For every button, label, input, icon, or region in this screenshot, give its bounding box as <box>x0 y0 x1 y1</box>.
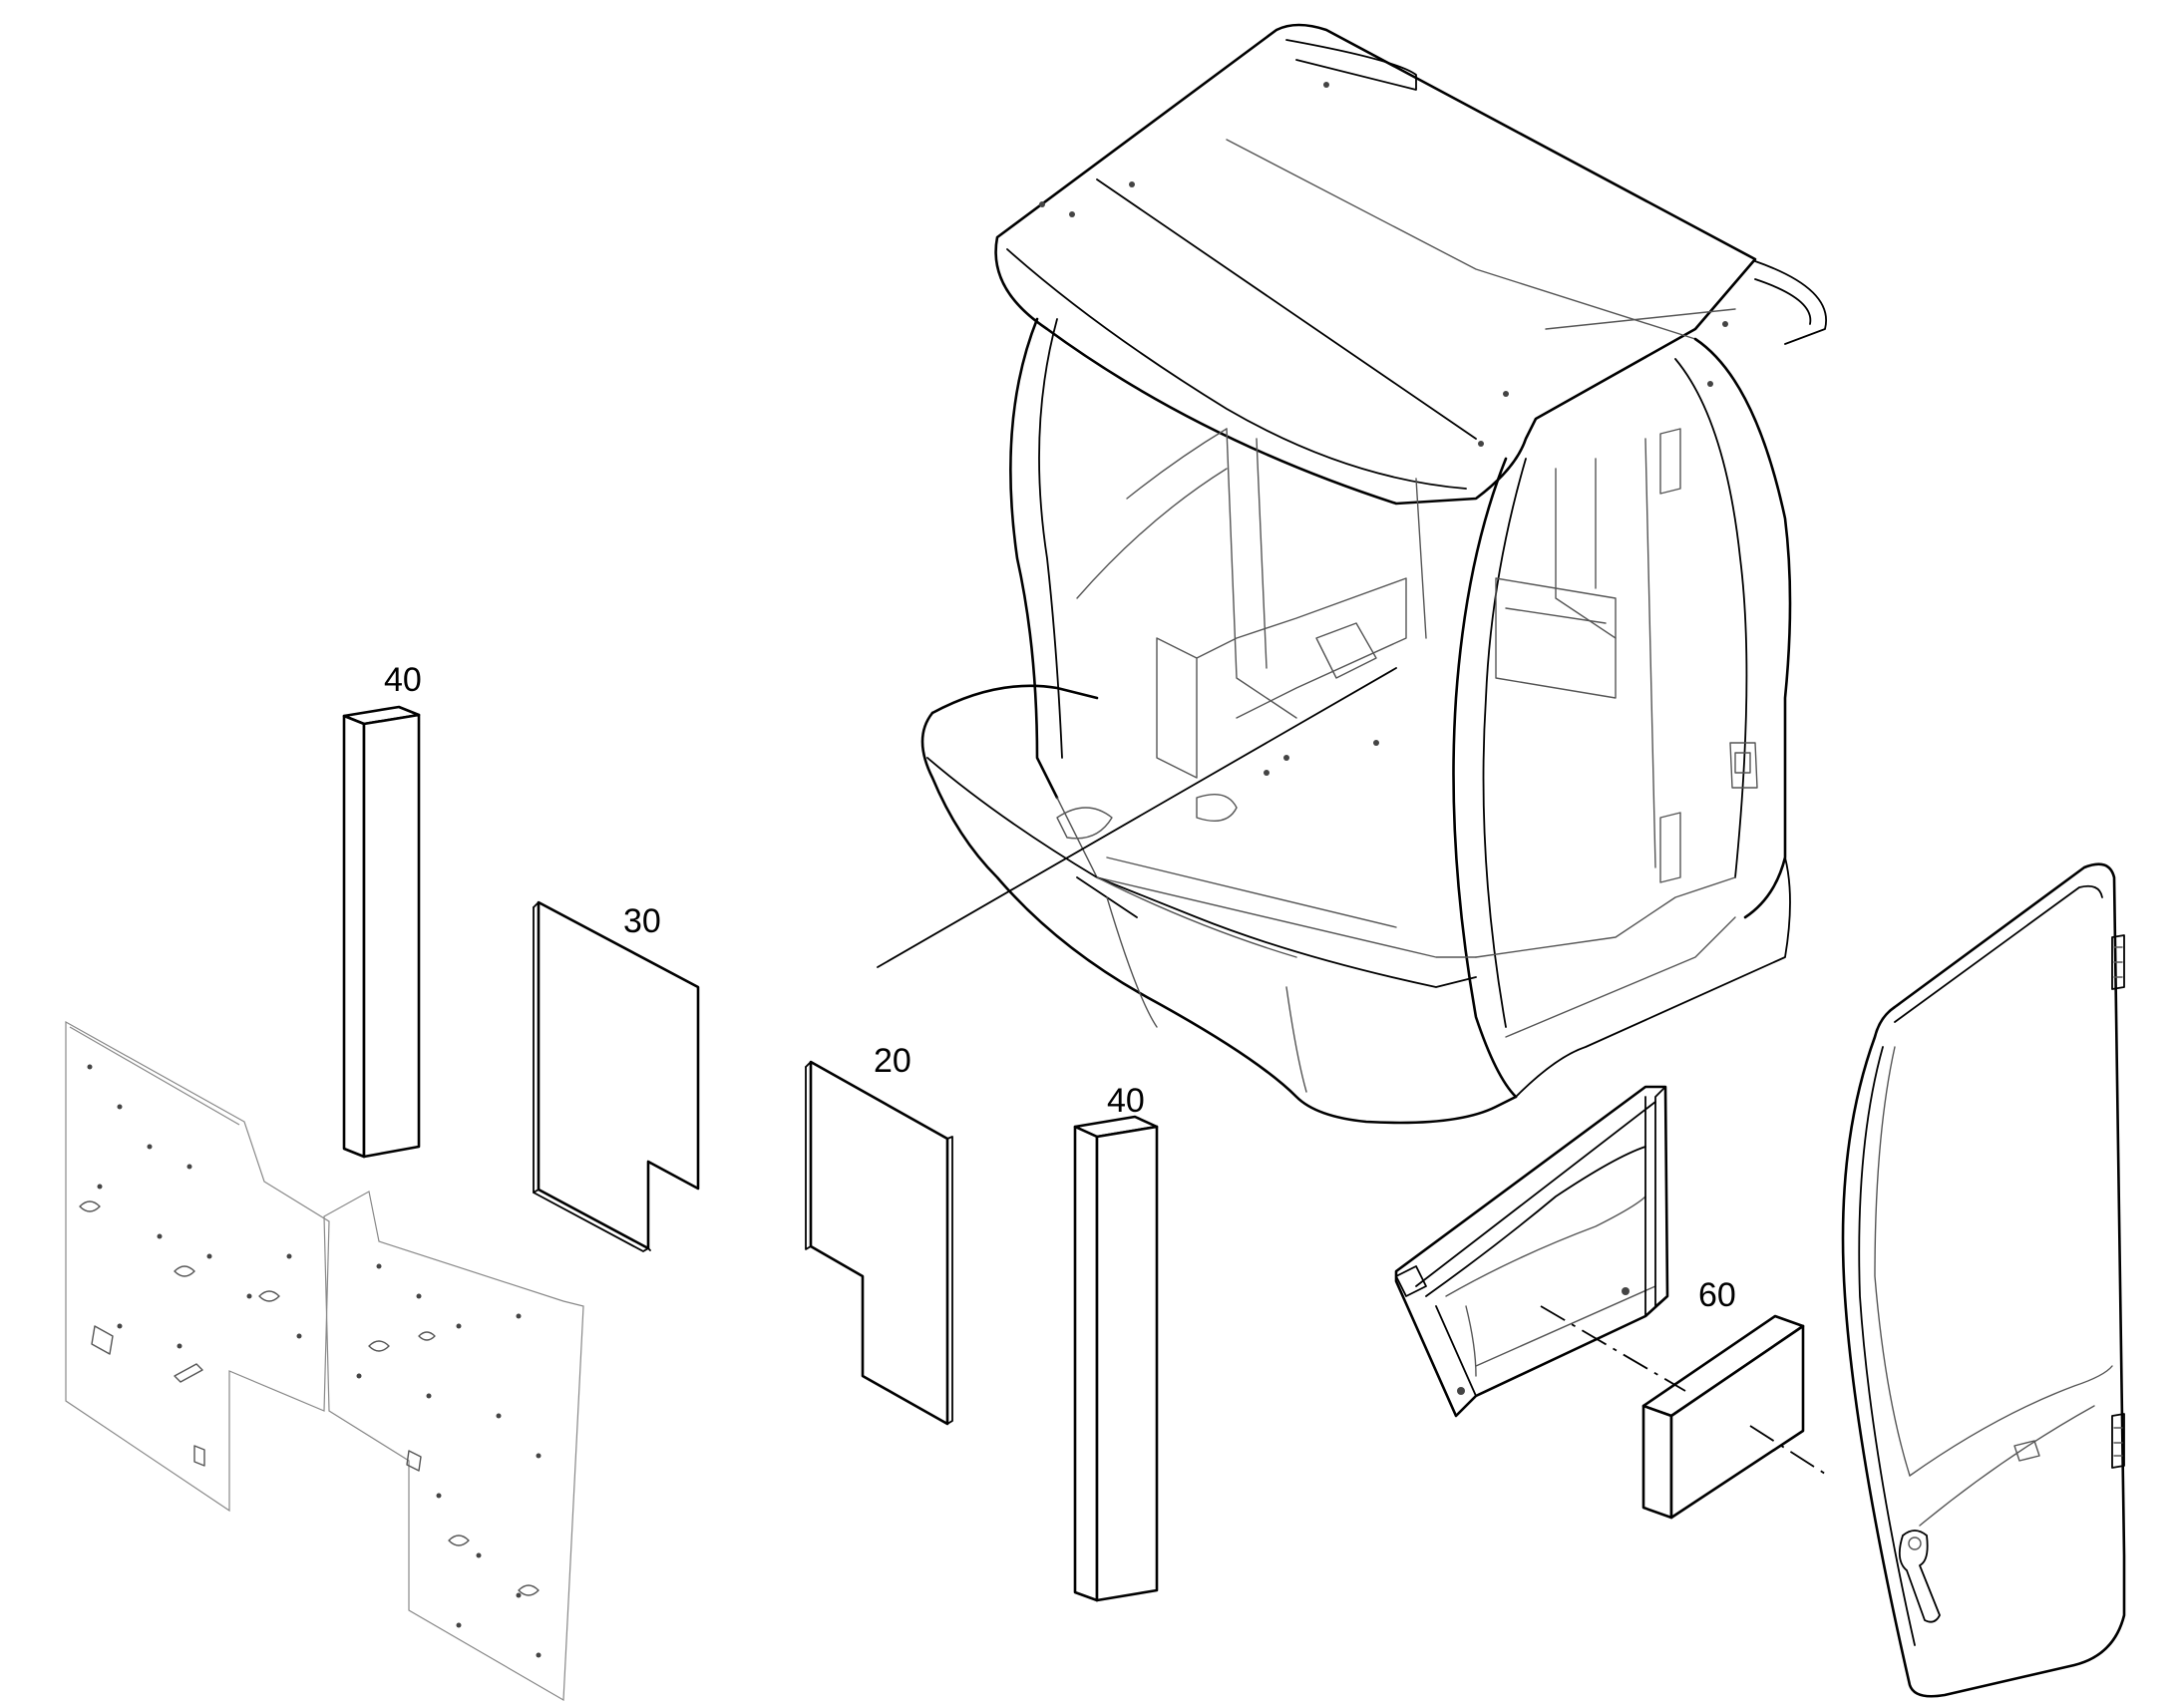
callout-20: 20 <box>874 1042 911 1080</box>
leader-line <box>877 667 1397 968</box>
floor-plate-assembly <box>65 1020 584 1702</box>
foam-block-40-right <box>1073 1115 1159 1602</box>
cab-body <box>920 23 1827 1125</box>
callout-30: 30 <box>623 902 661 940</box>
insulation-mat-30 <box>533 900 700 1252</box>
side-trim-panel <box>1394 1085 1669 1418</box>
alignment-line-upper <box>1540 1305 1686 1392</box>
cab-door <box>1841 862 2126 1698</box>
foam-block-60 <box>1641 1314 1805 1520</box>
callout-60: 60 <box>1698 1276 1736 1314</box>
alignment-line-lower <box>1749 1425 1826 1475</box>
callout-40-left: 40 <box>384 661 422 699</box>
callout-40-right: 40 <box>1107 1082 1145 1120</box>
insulation-mat-20 <box>805 1060 953 1426</box>
foam-block-40-left <box>342 705 421 1159</box>
